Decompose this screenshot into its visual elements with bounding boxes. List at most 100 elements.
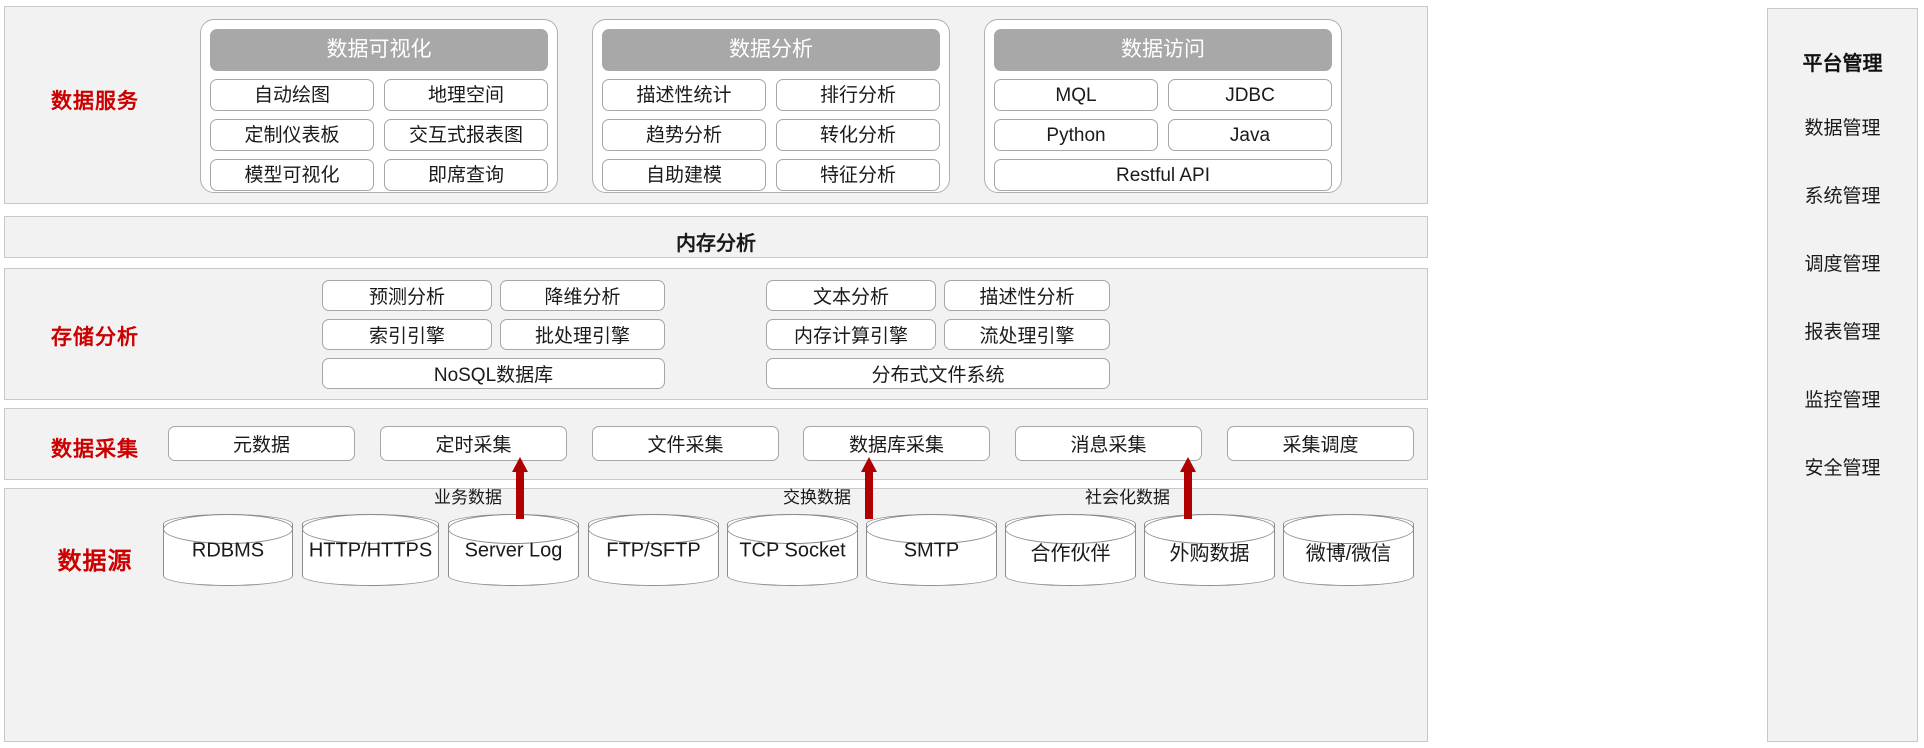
- group-header-access: 数据访问: [994, 29, 1332, 71]
- cbox-file-collection[interactable]: 文件采集: [592, 426, 779, 461]
- group-header-visualization: 数据可视化: [210, 29, 548, 71]
- sbox-descriptive-analysis[interactable]: 描述性分析: [944, 280, 1110, 311]
- flow-arrow-business-data: [512, 457, 528, 519]
- cylinder-ftp-sftp[interactable]: FTP/SFTP: [588, 514, 719, 586]
- chip-ad-hoc-query[interactable]: 即席查询: [384, 159, 548, 191]
- sbox-in-memory-compute-engine[interactable]: 内存计算引擎: [766, 319, 936, 350]
- group-card-visualization[interactable]: 数据可视化 自动绘图 地理空间 定制仪表板 交互式报表图 模型可视化 即席查询: [200, 19, 558, 193]
- flow-label-social-data: 社会化数据: [1085, 488, 1170, 507]
- cylinder-top: [1005, 514, 1136, 544]
- sbox-predictive-analysis[interactable]: 预测分析: [322, 280, 492, 311]
- group-card-access[interactable]: 数据访问 MQL JDBC Python Java Restful API: [984, 19, 1342, 193]
- layer-label-data-service: 数据服务: [51, 90, 139, 113]
- chip-descriptive-statistics[interactable]: 描述性统计: [602, 79, 766, 111]
- cbox-metadata[interactable]: 元数据: [168, 426, 355, 461]
- cylinder-http-https[interactable]: HTTP/HTTPS: [302, 514, 439, 586]
- layer-memory-analysis: 内存分析: [4, 216, 1428, 258]
- cylinder-label: HTTP/HTTPS: [308, 539, 433, 562]
- sidebar-platform-management: 平台管理 数据管理 系统管理 调度管理 报表管理 监控管理 安全管理: [1767, 8, 1918, 742]
- sbox-index-engine[interactable]: 索引引擎: [322, 319, 492, 350]
- cylinder-top: [448, 514, 579, 544]
- chip-custom-dashboard[interactable]: 定制仪表板: [210, 119, 374, 151]
- cylinder-top: [163, 514, 293, 544]
- group-header-analysis: 数据分析: [602, 29, 940, 71]
- cylinder-label: TCP Socket: [739, 539, 846, 562]
- layer-storage-analysis: 存储分析: [4, 268, 1428, 400]
- cbox-message-collection[interactable]: 消息采集: [1015, 426, 1202, 461]
- cylinder-weibo-wechat[interactable]: 微博/微信: [1283, 514, 1414, 586]
- chip-python[interactable]: Python: [994, 119, 1158, 151]
- cylinder-top: [588, 514, 719, 544]
- flow-arrow-social-data: [1180, 457, 1196, 519]
- layer-label-data-source: 数据源: [57, 548, 133, 575]
- chip-restful-api[interactable]: Restful API: [994, 159, 1332, 191]
- sbox-distributed-file-system[interactable]: 分布式文件系统: [766, 358, 1110, 389]
- cylinder-top: [302, 514, 439, 544]
- cbox-database-collection[interactable]: 数据库采集: [803, 426, 990, 461]
- chip-ranking-analysis[interactable]: 排行分析: [776, 79, 940, 111]
- sbox-nosql-database[interactable]: NoSQL数据库: [322, 358, 665, 389]
- cylinder-tcp-socket[interactable]: TCP Socket: [727, 514, 858, 586]
- chip-row: 自助建模 特征分析: [602, 159, 940, 191]
- cylinder-label: 外购数据: [1169, 542, 1250, 565]
- chip-row: Python Java: [994, 119, 1332, 151]
- sbox-text-analysis[interactable]: 文本分析: [766, 280, 936, 311]
- chip-row: MQL JDBC: [994, 79, 1332, 111]
- chip-row: 自动绘图 地理空间: [210, 79, 548, 111]
- sidebar-item-system-management[interactable]: 系统管理: [1804, 186, 1881, 207]
- cylinder-label: 微博/微信: [1305, 542, 1392, 565]
- cylinder-partner[interactable]: 合作伙伴: [1005, 514, 1136, 586]
- arrow-head-icon: [1180, 457, 1196, 472]
- chip-row: 定制仪表板 交互式报表图: [210, 119, 548, 151]
- cbox-scheduled-collection[interactable]: 定时采集: [380, 426, 567, 461]
- chip-row: 模型可视化 即席查询: [210, 159, 548, 191]
- sidebar-item-security-management[interactable]: 安全管理: [1804, 458, 1881, 479]
- sbox-dimension-reduction[interactable]: 降维分析: [500, 280, 665, 311]
- arrow-head-icon: [861, 457, 877, 472]
- chip-auto-plot[interactable]: 自动绘图: [210, 79, 374, 111]
- chip-self-service-modeling[interactable]: 自助建模: [602, 159, 766, 191]
- arrow-shaft: [865, 471, 873, 519]
- cylinder-top: [727, 514, 858, 544]
- cylinder-server-log[interactable]: Server Log: [448, 514, 579, 586]
- cylinder-label: SMTP: [903, 539, 960, 562]
- chip-conversion-analysis[interactable]: 转化分析: [776, 119, 940, 151]
- sidebar-item-report-management[interactable]: 报表管理: [1804, 322, 1881, 343]
- cbox-collection-scheduling[interactable]: 采集调度: [1227, 426, 1414, 461]
- chip-mql[interactable]: MQL: [994, 79, 1158, 111]
- sbox-stream-engine[interactable]: 流处理引擎: [944, 319, 1110, 350]
- chip-java[interactable]: Java: [1168, 119, 1332, 151]
- flow-label-exchange-data: 交换数据: [783, 488, 851, 507]
- chip-jdbc[interactable]: JDBC: [1168, 79, 1332, 111]
- chip-row: Restful API: [994, 159, 1332, 191]
- chip-geospatial[interactable]: 地理空间: [384, 79, 548, 111]
- cylinder-rdbms[interactable]: RDBMS: [163, 514, 293, 586]
- cylinder-label: 合作伙伴: [1030, 542, 1111, 565]
- chip-feature-analysis[interactable]: 特征分析: [776, 159, 940, 191]
- flow-label-business-data: 业务数据: [434, 488, 502, 507]
- cylinder-label: Server Log: [464, 539, 563, 562]
- sbox-batch-engine[interactable]: 批处理引擎: [500, 319, 665, 350]
- cylinder-top: [1144, 514, 1275, 544]
- chip-model-visualization[interactable]: 模型可视化: [210, 159, 374, 191]
- sidebar-item-scheduling-management[interactable]: 调度管理: [1804, 254, 1881, 275]
- arrow-shaft: [1184, 471, 1192, 519]
- chip-row: 描述性统计 排行分析: [602, 79, 940, 111]
- memory-analysis-title: 内存分析: [676, 233, 756, 255]
- group-card-analysis[interactable]: 数据分析 描述性统计 排行分析 趋势分析 转化分析 自助建模 特征分析: [592, 19, 950, 193]
- cylinder-label: FTP/SFTP: [606, 539, 701, 562]
- sidebar-item-data-management[interactable]: 数据管理: [1804, 118, 1881, 139]
- sidebar-item-monitoring-management[interactable]: 监控管理: [1804, 390, 1881, 411]
- cylinder-top: [866, 514, 997, 544]
- sidebar-title: 平台管理: [1802, 53, 1883, 75]
- layer-label-data-collection: 数据采集: [51, 438, 139, 461]
- layer-label-storage-analysis: 存储分析: [51, 326, 139, 349]
- cylinder-purchased-data[interactable]: 外购数据: [1144, 514, 1275, 586]
- cylinder-label: RDBMS: [191, 539, 265, 562]
- chip-trend-analysis[interactable]: 趋势分析: [602, 119, 766, 151]
- arrow-shaft: [516, 471, 524, 519]
- chip-interactive-report[interactable]: 交互式报表图: [384, 119, 548, 151]
- cylinder-smtp[interactable]: SMTP: [866, 514, 997, 586]
- arrow-head-icon: [512, 457, 528, 472]
